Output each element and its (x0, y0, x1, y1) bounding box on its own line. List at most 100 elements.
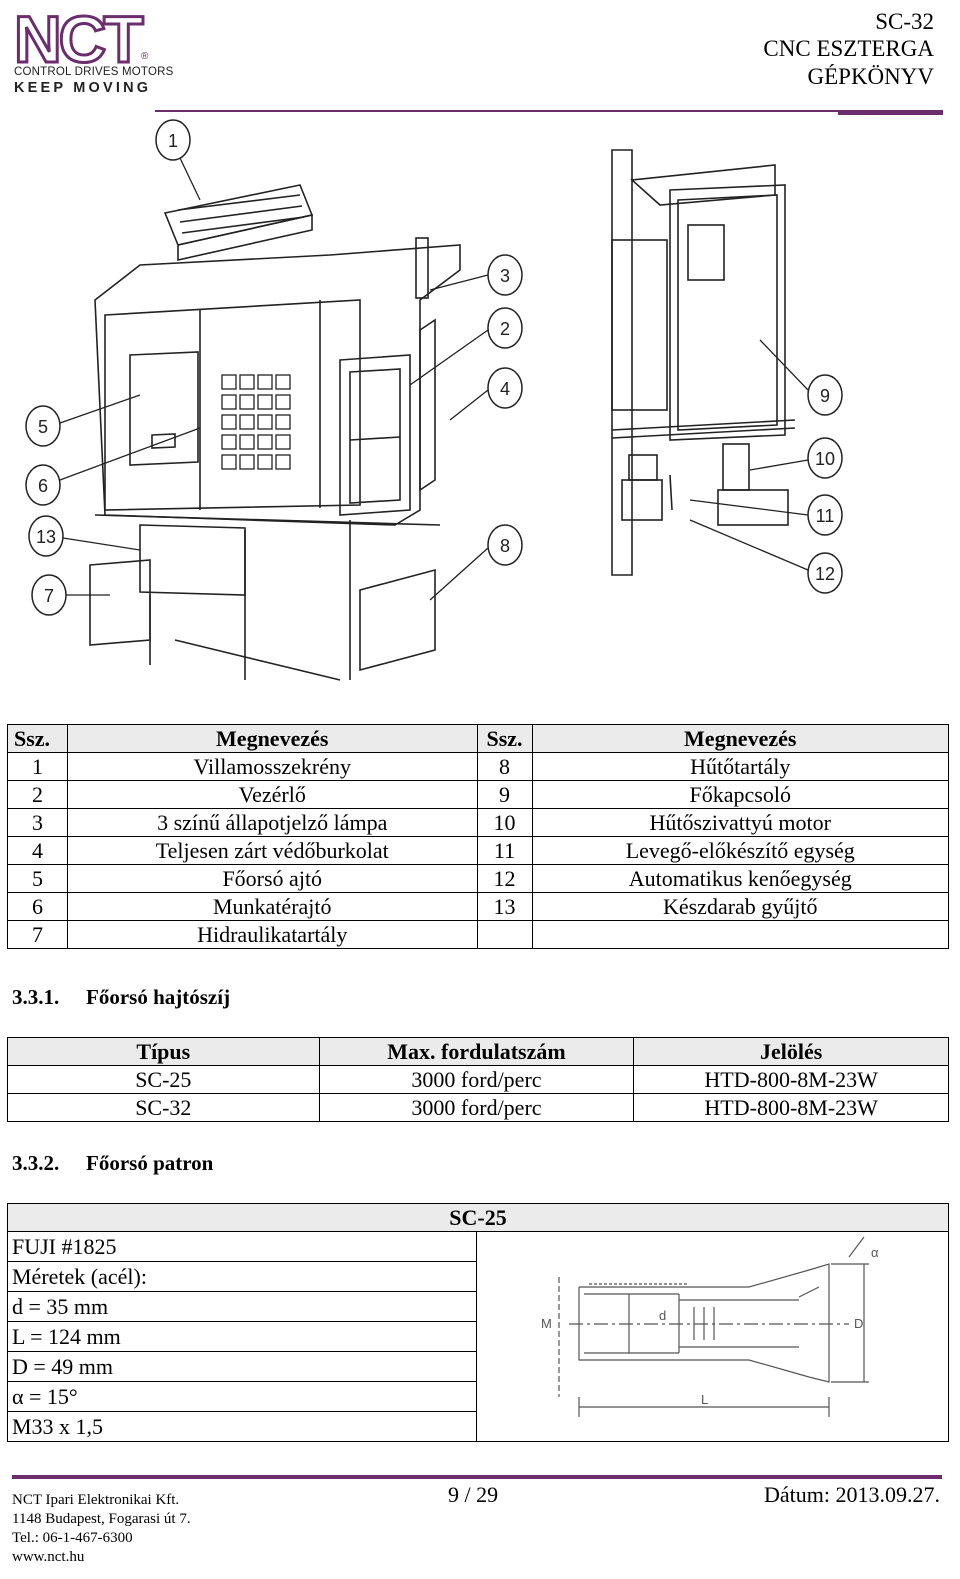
chuck-drawing: M d D L α (541, 1236, 879, 1417)
callout-3: 3 (500, 266, 510, 286)
table-cell: Készdarab gyűjtő (531, 892, 949, 921)
chuck-spec: d = 35 mm (7, 1291, 477, 1322)
table-cell: 8 (476, 752, 533, 781)
col-max-fordulatszam: Max. fordulatszám (318, 1037, 635, 1066)
chuck-spec: M33 x 1,5 (7, 1411, 477, 1442)
table-cell: 3000 ford/perc (318, 1093, 635, 1122)
table-cell: Teljesen zárt védőburkolat (66, 836, 478, 865)
table-cell: SC-25 (7, 1065, 320, 1094)
table-row: FUJI #1825 (7, 1231, 949, 1442)
section-title: Főorsó patron (86, 1151, 214, 1175)
page-number: 9 / 29 (448, 1482, 499, 1507)
col-ssz-2: Ssz. (476, 724, 533, 753)
logo-tagline-1: CONTROL DRIVES MOTORS (14, 66, 174, 78)
table-row: M33 x 1,5 (7, 1411, 949, 1442)
chuck-spec: D = 49 mm (7, 1351, 477, 1382)
table-cell: 10 (476, 808, 533, 837)
callout-7: 7 (44, 586, 54, 606)
belt-header-row: Típus Max. fordulatszám Jelölés (7, 1037, 949, 1066)
table-cell: 3 (7, 808, 68, 837)
callout-11: 11 (816, 506, 835, 526)
table-cell: 12 (476, 864, 533, 893)
header-rule-accent (838, 110, 943, 115)
callout-6: 6 (38, 476, 48, 496)
callout-1: 1 (168, 131, 178, 151)
table-cell: Hűtőszivattyú motor (531, 808, 949, 837)
table-cell: Főkapcsoló (531, 780, 949, 809)
table-row: L = 124 mm (7, 1321, 949, 1352)
table-cell: Villamosszekrény (66, 752, 478, 781)
table-cell: Munkatérajtó (66, 892, 478, 921)
footer-address: 1148 Budapest, Fogarasi út 7. (12, 1511, 191, 1527)
callout-10: 10 (815, 449, 835, 469)
table-cell: Vezérlő (66, 780, 478, 809)
chuck-spec: L = 124 mm (7, 1321, 477, 1352)
header-machine: CNC ESZTERGA (763, 36, 934, 61)
table-cell: SC-32 (7, 1093, 320, 1122)
table-cell: Levegő-előkészítő egység (531, 836, 949, 865)
dim-d: d (659, 1308, 666, 1323)
footer-rule (12, 1475, 942, 1479)
col-jeloles: Jelölés (633, 1037, 949, 1066)
machine-diagram: 1 2 3 4 5 6 7 8 9 10 11 12 13 (25, 119, 843, 681)
section-number: 3.3.2. (12, 1151, 60, 1175)
col-ssz: Ssz. (7, 724, 68, 753)
callout-12: 12 (815, 564, 835, 584)
parts-header-row: Ssz. Megnevezés Ssz. Megnevezés (7, 724, 949, 753)
table-cell: 13 (476, 892, 533, 921)
logo-tagline-2: KEEP MOVING (14, 80, 152, 96)
callout-4: 4 (500, 379, 510, 399)
table-cell: Hűtőtartály (531, 752, 949, 781)
table-cell (476, 920, 533, 949)
callout-13: 13 (36, 527, 56, 547)
table-cell: 3 színű állapotjelző lámpa (66, 808, 478, 837)
section-number: 3.3.1. (12, 985, 60, 1009)
table-cell: 3000 ford/perc (318, 1065, 635, 1094)
table-row: Méretek (acél): (7, 1261, 949, 1292)
svg-text:®: ® (141, 51, 149, 62)
table-cell: Hidraulikatartály (66, 920, 478, 949)
dim-l: L (701, 1392, 708, 1407)
table-cell: 6 (7, 892, 68, 921)
chuck-drawing-cell: M d D L α (476, 1231, 949, 1442)
table-cell: 11 (476, 836, 533, 865)
header-rule (155, 110, 943, 112)
dim-D: D (854, 1316, 863, 1331)
footer-date: Dátum: 2013.09.27. (764, 1482, 940, 1507)
chuck-spec: FUJI #1825 (7, 1231, 477, 1262)
col-megnevezes-2: Megnevezés (531, 724, 949, 753)
header-doc: GÉPKÖNYV (807, 64, 935, 89)
chuck-model-header: SC-25 (7, 1203, 949, 1232)
table-cell: 4 (7, 836, 68, 865)
callout-5: 5 (38, 417, 48, 437)
svg-text:NCT: NCT (14, 4, 143, 76)
section-title: Főorsó hajtószíj (86, 985, 231, 1009)
callout-8: 8 (500, 536, 510, 556)
table-cell: HTD-800-8M-23W (633, 1065, 949, 1094)
footer-company: NCT Ipari Elektronikai Kft. (12, 1492, 180, 1508)
col-megnevezes: Megnevezés (66, 724, 478, 753)
nct-logo: NCT ® (14, 4, 149, 78)
table-cell: 2 (7, 780, 68, 809)
col-tipus: Típus (7, 1037, 320, 1066)
table-cell: 9 (476, 780, 533, 809)
callout-2: 2 (500, 319, 510, 339)
table-cell: 5 (7, 864, 68, 893)
footer-web: www.nct.hu (12, 1549, 85, 1565)
callout-9: 9 (820, 386, 830, 406)
header-model: SC-32 (875, 9, 934, 34)
table-cell: Automatikus kenőegység (531, 864, 949, 893)
table-cell: Főorsó ajtó (66, 864, 478, 893)
chuck-spec: α = 15° (7, 1381, 477, 1412)
